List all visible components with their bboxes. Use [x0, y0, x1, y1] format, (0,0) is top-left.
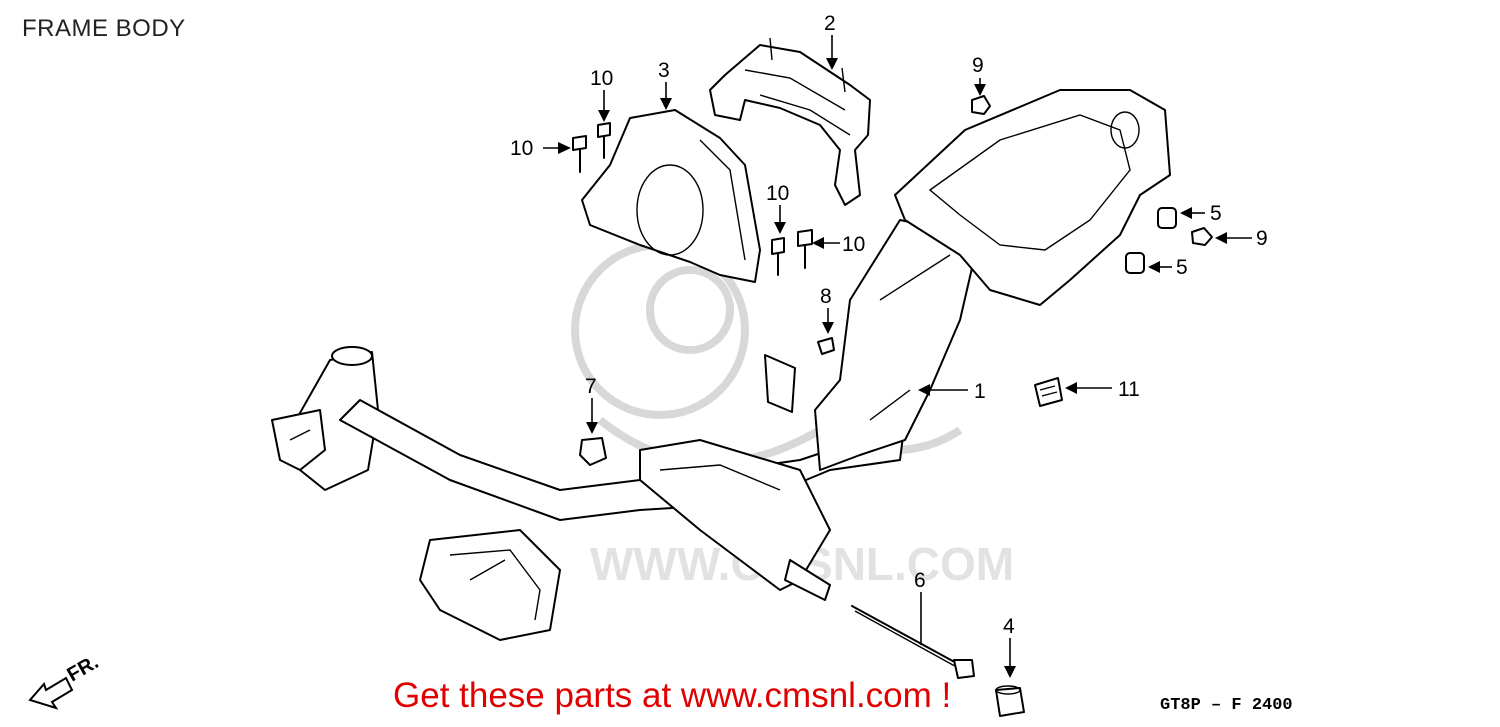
callout-10-left: 10 [510, 137, 533, 160]
callout-5-bottom: 5 [1176, 256, 1188, 279]
part-10-bolt-b[interactable] [572, 135, 587, 173]
part-7-grommet[interactable] [579, 437, 607, 466]
callout-6: 6 [914, 569, 926, 592]
part-1-frame[interactable] [271, 89, 1171, 641]
callout-7: 7 [585, 375, 597, 398]
callout-numbers: 2 3 10 10 10 10 9 5 9 5 8 1 11 7 6 4 [510, 12, 1268, 638]
part-8-clip[interactable] [764, 337, 835, 413]
diagram-code: GT8P – F 2400 [1160, 696, 1293, 715]
callout-5-top: 5 [1210, 202, 1222, 225]
part-5-collar-a[interactable] [1157, 207, 1177, 229]
footer-link-text[interactable]: Get these parts at www.cmsnl.com ! [393, 676, 952, 715]
callout-9-right: 9 [1256, 227, 1268, 250]
part-9-nut-b[interactable] [1191, 227, 1213, 246]
callout-9-top: 9 [972, 54, 984, 77]
callout-10-mid: 10 [766, 182, 789, 205]
callout-8: 8 [820, 285, 832, 308]
part-3-cover[interactable] [581, 109, 761, 283]
part-10-bolt-a[interactable] [597, 122, 611, 159]
callout-1: 1 [974, 380, 986, 403]
callout-2: 2 [824, 12, 836, 35]
leader-lines [543, 35, 1252, 678]
front-direction-arrow: FR. [28, 651, 103, 710]
part-6-bolt[interactable] [851, 605, 975, 679]
callout-11: 11 [1118, 378, 1140, 401]
page-title: FRAME BODY [22, 15, 186, 42]
part-10-bolt-d[interactable] [797, 229, 813, 269]
fr-label: FR. [64, 651, 103, 686]
part-9-nut-a[interactable] [971, 95, 991, 115]
part-5-collar-b[interactable] [1125, 252, 1145, 274]
part-2-bracket[interactable] [709, 37, 871, 206]
part-4-collar[interactable] [995, 685, 1025, 717]
part-11-label[interactable] [1034, 377, 1063, 407]
part-10-bolt-c[interactable] [771, 237, 785, 276]
callout-10-right: 10 [842, 233, 865, 256]
callout-10-top: 10 [590, 67, 613, 90]
callout-4: 4 [1003, 615, 1015, 638]
callout-3: 3 [658, 59, 670, 82]
